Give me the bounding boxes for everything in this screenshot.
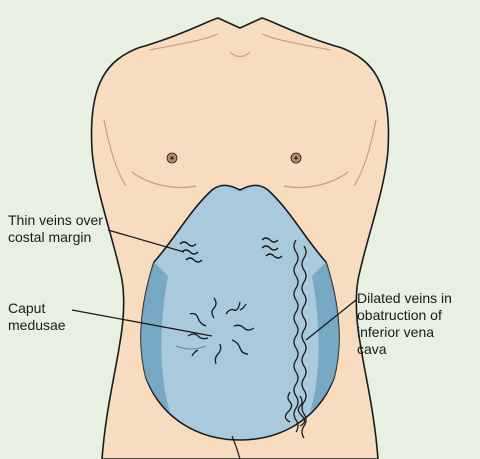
costal-vein-right: [261, 237, 283, 259]
costal-vein-left: [179, 241, 203, 263]
label-dilated-veins: Dilated veins in obatruction of inferior…: [357, 290, 452, 357]
inner-fold: [175, 345, 207, 350]
flank-shadow-left: [140, 262, 170, 412]
pectoral-line: [131, 171, 197, 189]
flank-shadow-right: [310, 262, 340, 412]
leader-dilated: [305, 299, 357, 341]
arm-crease: [103, 119, 127, 187]
caput-medusae-veins: [187, 297, 255, 365]
ivc-collateral-veins: [284, 239, 307, 439]
arm-crease: [353, 119, 377, 187]
leader-thin-veins: [107, 229, 185, 253]
clavicle-line: [149, 33, 219, 51]
groin-line: [231, 435, 241, 459]
leader-caput: [71, 309, 213, 337]
label-thin-veins: Thin veins over costal margin: [8, 212, 103, 245]
sternal-notch: [229, 51, 251, 58]
clavicle-line: [261, 33, 331, 51]
label-caput-medusae: Caput medusae: [8, 300, 66, 333]
nipple-right: [290, 152, 302, 164]
nipple-left: [166, 152, 178, 164]
pectoral-line: [283, 171, 349, 189]
